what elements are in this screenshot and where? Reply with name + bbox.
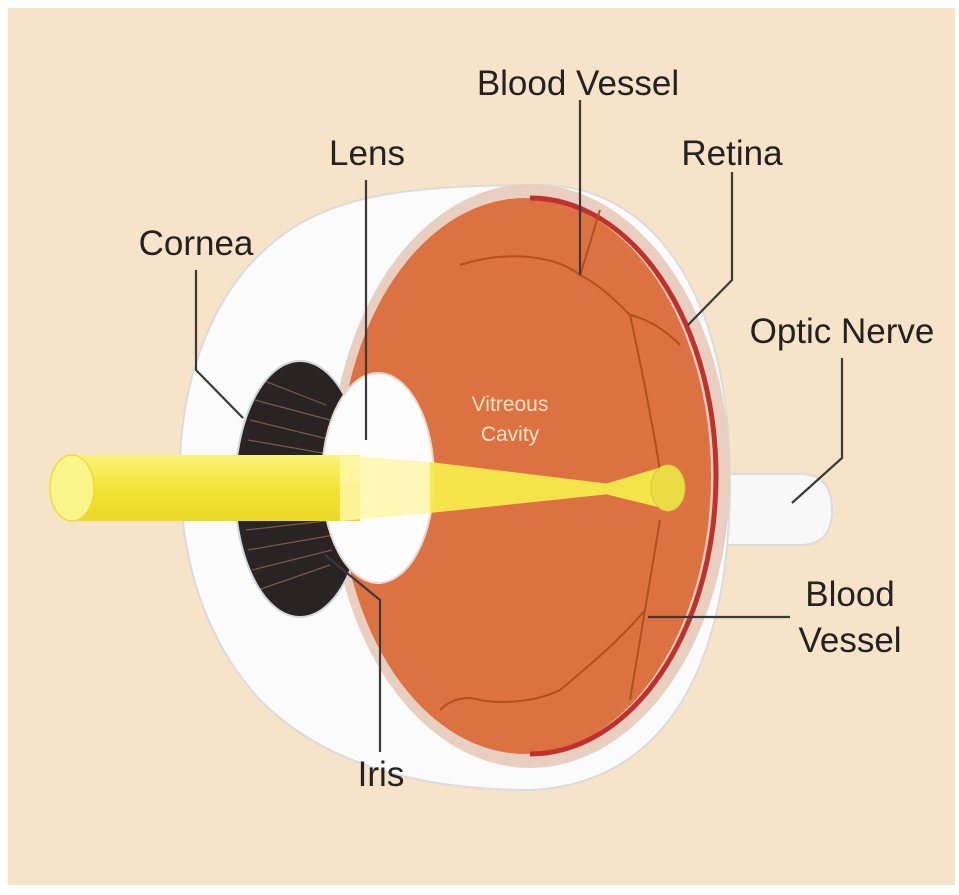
label-blood-vessel-bottom-line1: Blood	[805, 575, 895, 614]
label-blood-vessel-top: Blood Vessel	[477, 64, 679, 103]
label-vitreous-line2: Cavity	[481, 423, 540, 446]
label-cornea: Cornea	[139, 224, 254, 263]
label-retina: Retina	[681, 134, 783, 173]
label-optic-nerve: Optic Nerve	[750, 312, 935, 351]
label-vitreous-line1: Vitreous	[472, 393, 549, 416]
label-blood-vessel-bottom-line2: Vessel	[798, 621, 901, 660]
label-lens: Lens	[329, 134, 405, 173]
label-iris: Iris	[358, 755, 405, 794]
